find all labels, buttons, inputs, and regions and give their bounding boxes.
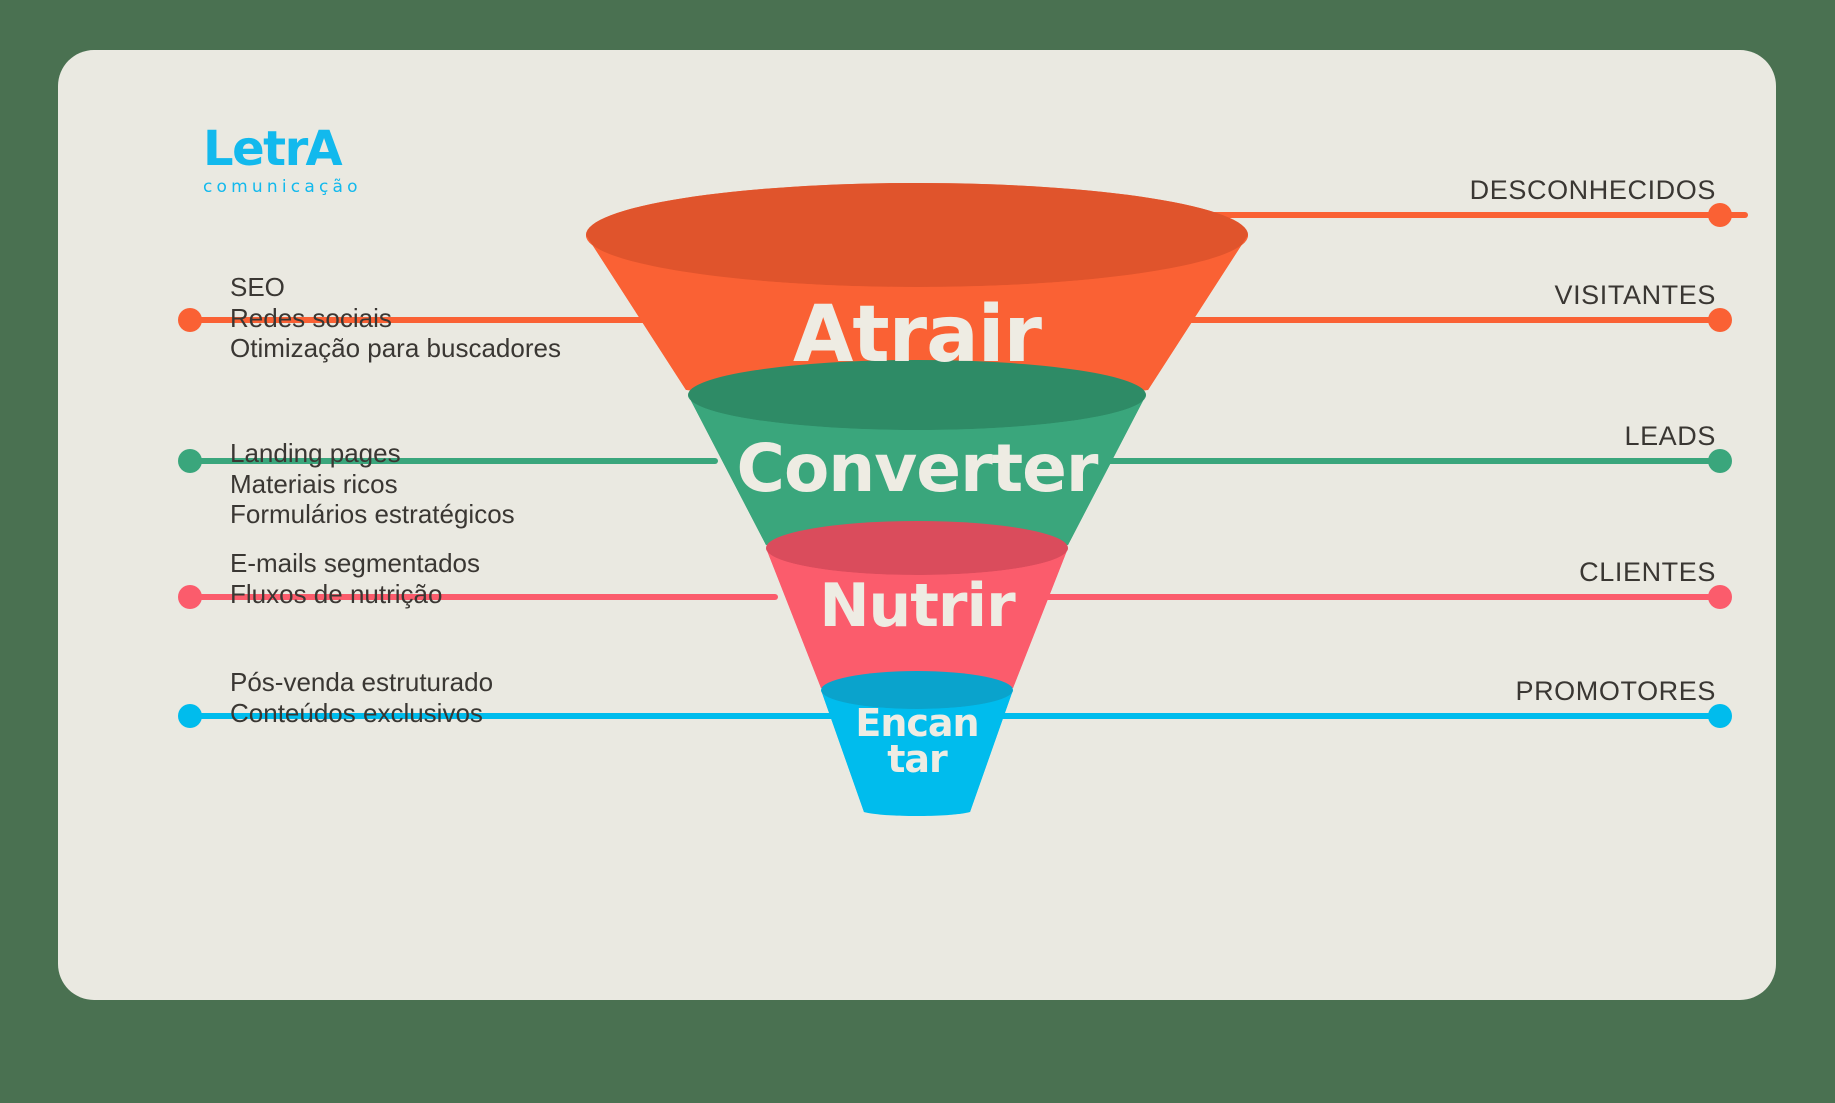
connector-line-visitantes-right [1058,317,1718,323]
connector-line-leads-left [188,458,718,464]
funnel-stage-converter [688,360,1146,551]
brand-logo: LetrA comunicação [203,121,533,197]
audience-label-clientes: CLIENTES [1579,557,1716,587]
funnel-stage-nutrir [766,521,1068,693]
tactic-line: Fluxos de nutrição [230,578,443,609]
audience-label-desconhecidos: DESCONHECIDOS [1469,175,1716,205]
tactic-line: E-mails segmentados [230,548,480,578]
connector-dot-leads-right [1708,449,1732,473]
funnel-stage-converter-body [688,395,1146,545]
tactic-line: Materiais ricos [230,468,398,499]
logo-tagline: comunicação [203,177,362,197]
funnel-stage-nutrir-body [766,548,1068,688]
audience-label-leads: LEADS [1624,421,1716,451]
connector-line-promotores-left [188,713,848,719]
tactic-line: Otimização para buscadores [230,333,561,364]
connector-dot-promotores-right [1708,704,1732,728]
funnel-stage-encantar [821,671,1013,816]
tactics-block-atrair: SEO Redes sociais Otimização para buscad… [230,272,561,364]
connector-dot-clientes-right [1708,585,1732,609]
tactic-line: Redes sociais [230,302,392,333]
tactics-block-encantar: Pós-venda estruturado Conteúdos exclusiv… [230,667,493,728]
connector-line-visitantes-left [188,317,698,323]
funnel-stage-atrair-body [586,235,1248,390]
tactic-line: Landing pages [230,438,401,468]
connector-dot-leads-left [178,449,202,473]
tactic-line: SEO [230,272,285,302]
logo-wordmark: LetrA [203,121,533,177]
funnel-stage-converter-inner [688,360,1146,430]
logo-wordmark-part3: A [306,121,343,177]
connector-dot-visitantes-right [1708,308,1732,332]
logo-wordmark-part1: Letr [203,121,308,177]
connector-line-leads-right [1058,458,1718,464]
funnel-stage-atrair-rim [586,183,1248,287]
funnel-stage-atrair-front [586,235,1248,396]
funnel-stage-encantar-front [821,690,1013,816]
audience-label-promotores: PROMOTORES [1515,676,1716,706]
connector-line-clientes-left [188,594,778,600]
funnel-stage-encantar-body [821,690,1013,812]
funnel-stage-atrair-inner [586,183,1248,287]
connector-dot-desconhecidos-right [1708,203,1732,227]
funnel-stage-nutrir-inner [766,521,1068,575]
audience-label-visitantes: VISITANTES [1554,280,1716,310]
tactics-block-converter: Landing pages Materiais ricos Formulário… [230,438,515,530]
connector-dot-clientes-left [178,585,202,609]
connector-dot-promotores-left [178,704,202,728]
connector-line-promotores-right [958,713,1718,719]
connector-dot-visitantes-left [178,308,202,332]
connector-line-clientes-right [1018,594,1718,600]
connector-line-desconhecidos [988,212,1748,218]
tactic-line: Pós-venda estruturado [230,667,494,697]
funnel-stage-encantar-inner [821,671,1013,709]
diagram-card: LetrA comunicação [58,50,1776,1000]
funnel-stage-label-encantar-line2: tar [887,737,948,782]
tactic-line: Conteúdos exclusivos [230,697,483,728]
tactic-line: Formulários estratégicos [230,499,515,530]
funnel-stage-converter-front [688,395,1146,551]
tactics-block-nutrir: E-mails segmentados Fluxos de nutrição [230,548,480,609]
funnel-stage-nutrir-front [766,548,1068,693]
